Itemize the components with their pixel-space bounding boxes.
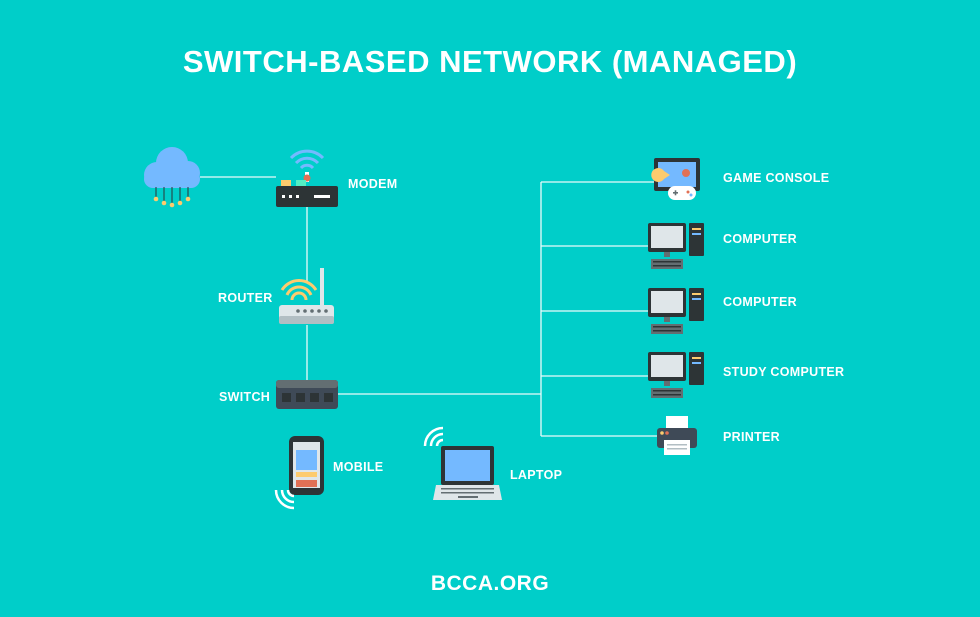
cloud-icon (144, 147, 200, 208)
computer-1-icon (648, 223, 704, 269)
printer-label: PRINTER (723, 430, 780, 444)
game-console-icon (651, 158, 700, 200)
study-computer-label: STUDY COMPUTER (723, 365, 845, 379)
router-icon (279, 268, 334, 324)
modem-icon (276, 149, 338, 207)
laptop-icon (423, 426, 502, 500)
computer-2-icon (648, 288, 704, 334)
laptop-label: LAPTOP (510, 468, 563, 482)
computer-1-label: COMPUTER (723, 232, 797, 246)
mobile-icon (274, 436, 324, 510)
game-console-label: GAME CONSOLE (723, 171, 830, 185)
mobile-label: MOBILE (333, 460, 384, 474)
computer-2-label: COMPUTER (723, 295, 797, 309)
study-computer-icon (648, 352, 704, 398)
footer-brand: BCCA.ORG (430, 572, 550, 595)
switch-label: SWITCH (219, 390, 271, 404)
modem-label: MODEM (348, 177, 398, 191)
connection-lines (200, 176, 657, 437)
switch-icon (276, 380, 338, 409)
router-label: ROUTER (218, 291, 273, 305)
diagram-title: SWITCH-BASED NETWORK (MANAGED) (182, 44, 798, 79)
printer-icon (657, 416, 697, 455)
